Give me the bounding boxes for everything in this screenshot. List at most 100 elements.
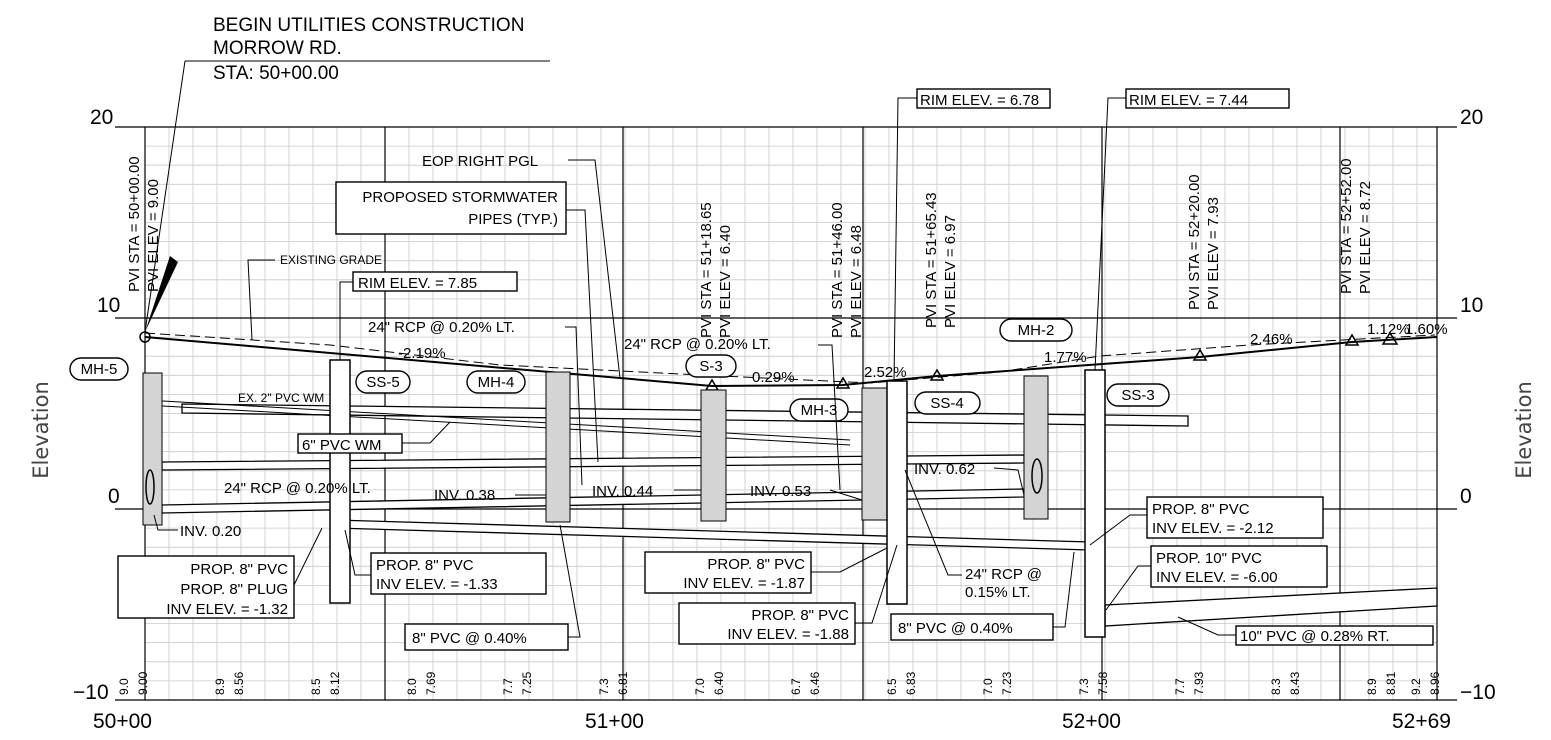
bottom-elev-existing: 6.7 [789, 678, 803, 695]
callout-plug-1: PROP. 8" PVC [190, 561, 288, 578]
manhole-mh2 [1023, 375, 1049, 520]
leader-line [293, 527, 323, 586]
y-tick-right-20: 20 [1460, 106, 1483, 129]
callout-wm6: 6" PVC WM [302, 437, 382, 454]
leader-line [1177, 616, 1236, 636]
y-axis-title-left: Elevation [29, 381, 53, 479]
bottom-elev-proposed: 6.46 [808, 671, 822, 695]
bottom-elev-proposed: 8.12 [328, 671, 342, 695]
leader-line [559, 524, 581, 638]
callout-plug-2: PROP. 8" PLUG [180, 581, 288, 598]
bottom-elev-existing: 8.0 [405, 678, 419, 695]
callout-p600-1: PROP. 10" PVC [1156, 550, 1262, 567]
leader-line [855, 544, 898, 624]
bottom-elev-existing: 7.7 [1173, 678, 1187, 695]
leader-arrowhead [145, 256, 178, 332]
callout-box [644, 551, 812, 594]
x-tick-5200: 52+00 [1062, 710, 1121, 733]
callout-p187-1: PROP. 8" PVC [707, 556, 805, 573]
structure-bubble [914, 391, 981, 415]
pvi-elev-label: PVI ELEV = 7.93 [1205, 197, 1222, 310]
callout-rcp015-2: 0.15% LT. [965, 584, 1031, 601]
bottom-elev-existing: 7.0 [693, 678, 707, 695]
callout-rcp-c: 24" RCP @ 0.20% LT. [224, 480, 371, 497]
leader-line [893, 97, 917, 382]
callout-box [370, 552, 547, 595]
callout-rim-785: RIM ELEV. = 7.85 [358, 275, 477, 292]
callout-inv020: INV. 0.20 [180, 523, 241, 540]
callout-rim-678: RIM ELEV. = 6.78 [920, 92, 1039, 109]
callout-p187-2: INV ELEV. = -1.87 [683, 575, 805, 592]
bottom-elev-existing: 8.9 [1365, 678, 1379, 695]
leader-line [566, 209, 599, 463]
callout-pvc028: 10" PVC @ 0.28% RT. [1240, 628, 1390, 645]
callout-rim-744: RIM ELEV. = 7.44 [1129, 92, 1248, 109]
bottom-elev-existing: 8.5 [309, 678, 323, 695]
bottom-elev-existing: 6.5 [885, 678, 899, 695]
bottom-elev-proposed: 7.93 [1192, 671, 1206, 695]
bottom-elev-proposed: 6.40 [712, 671, 726, 695]
sanitary-10in-pipe [1104, 587, 1438, 627]
callout-proposed-sw-1: PROPOSED STORMWATER [362, 189, 558, 206]
existing-water-main [144, 399, 851, 441]
pvi-sta-label: PVI STA = 52+52.00 [1338, 158, 1355, 294]
structure-labels: MH-5 SS-5 MH-4 S-3 MH-3 SS-4 MH-2 SS-3 [69, 318, 1170, 422]
callout-p188-1: PROP. 8" PVC [751, 607, 849, 624]
callout-rcp-a: 24" RCP @ 0.20% LT. [368, 319, 515, 336]
structure-label-mh3: MH-3 [801, 402, 838, 419]
x-tick-5269: 52+69 [1392, 710, 1451, 733]
callout-box [335, 181, 567, 235]
header-line-1: BEGIN UTILITIES CONSTRUCTION [213, 15, 524, 36]
leader-line [1094, 97, 1126, 371]
bottom-elev-proposed: 8.43 [1288, 671, 1302, 695]
callouts: EOP RIGHT PGL PROPOSED STORMWATER PIPES … [117, 88, 1434, 651]
grade-label: 2.52% [864, 364, 907, 381]
callout-rcp-b: 24" RCP @ 0.20% LT. [624, 336, 771, 353]
sanitary-structure-ss3 [1084, 369, 1106, 638]
pvi-elev-label: PVI ELEV = 8.72 [1357, 181, 1374, 294]
pvi-marker [139, 331, 151, 343]
structure-label-ss4: SS-4 [930, 395, 963, 412]
callout-plug-3: INV ELEV. = -1.32 [166, 601, 288, 618]
leader-line [1089, 514, 1147, 546]
grade-label: 2.46% [1250, 331, 1293, 348]
bottom-elev-proposed: 9.00 [136, 671, 150, 695]
callout-p212-2: INV ELEV. = -2.12 [1152, 520, 1274, 537]
leader-line [818, 344, 841, 491]
callout-inv044: INV. 0.44 [592, 483, 653, 500]
structure-bubble [789, 398, 849, 422]
leader-line [811, 547, 888, 573]
leader-line [829, 489, 863, 501]
bottom-elev-existing: 9.2 [1409, 678, 1423, 695]
leader-line [402, 421, 451, 444]
callout-pvc040-b: 8" PVC @ 0.40% [898, 620, 1013, 637]
pvi-elev-label: PVI ELEV = 6.40 [717, 225, 734, 338]
pvi-sta-label: PVI STA = 52+20.00 [1186, 174, 1203, 310]
grade-label: 1.60% [1405, 321, 1448, 338]
pipe-opening [1031, 458, 1043, 494]
pvi-labels: PVI STA = 50+00.00 PVI ELEV = 9.00 PVI S… [126, 156, 1374, 338]
y-tick-left-10: 10 [97, 294, 120, 317]
bottom-elev-existing: 7.0 [981, 678, 995, 695]
callout-p133-2: INV ELEV. = -1.33 [376, 576, 498, 593]
pvi-marker [1344, 333, 1360, 346]
structure-bubble [466, 370, 526, 394]
bottom-elev-existing: 7.7 [501, 678, 515, 695]
structure-bubble [1106, 383, 1170, 407]
leader-line [247, 259, 275, 341]
pvi-sta-label: PVI STA = 51+46.00 [829, 202, 846, 338]
header-line-2: MORROW RD. [213, 38, 342, 59]
leader-line [565, 326, 583, 486]
leader-line [344, 529, 371, 576]
grade-label: 1.77% [1044, 349, 1087, 366]
callout-eop: EOP RIGHT PGL [422, 153, 538, 170]
callout-p133-1: PROP. 8" PVC [376, 557, 474, 574]
structure-bubble [999, 318, 1073, 342]
y-tick-left-20: 20 [90, 106, 113, 129]
grade-label: -2.19% [398, 345, 446, 362]
proposed-profile-line [144, 336, 1438, 388]
y-tick-right-0: 0 [1460, 485, 1472, 508]
leader-line [153, 514, 178, 531]
callout-inv062: INV. 0.62 [914, 461, 975, 478]
